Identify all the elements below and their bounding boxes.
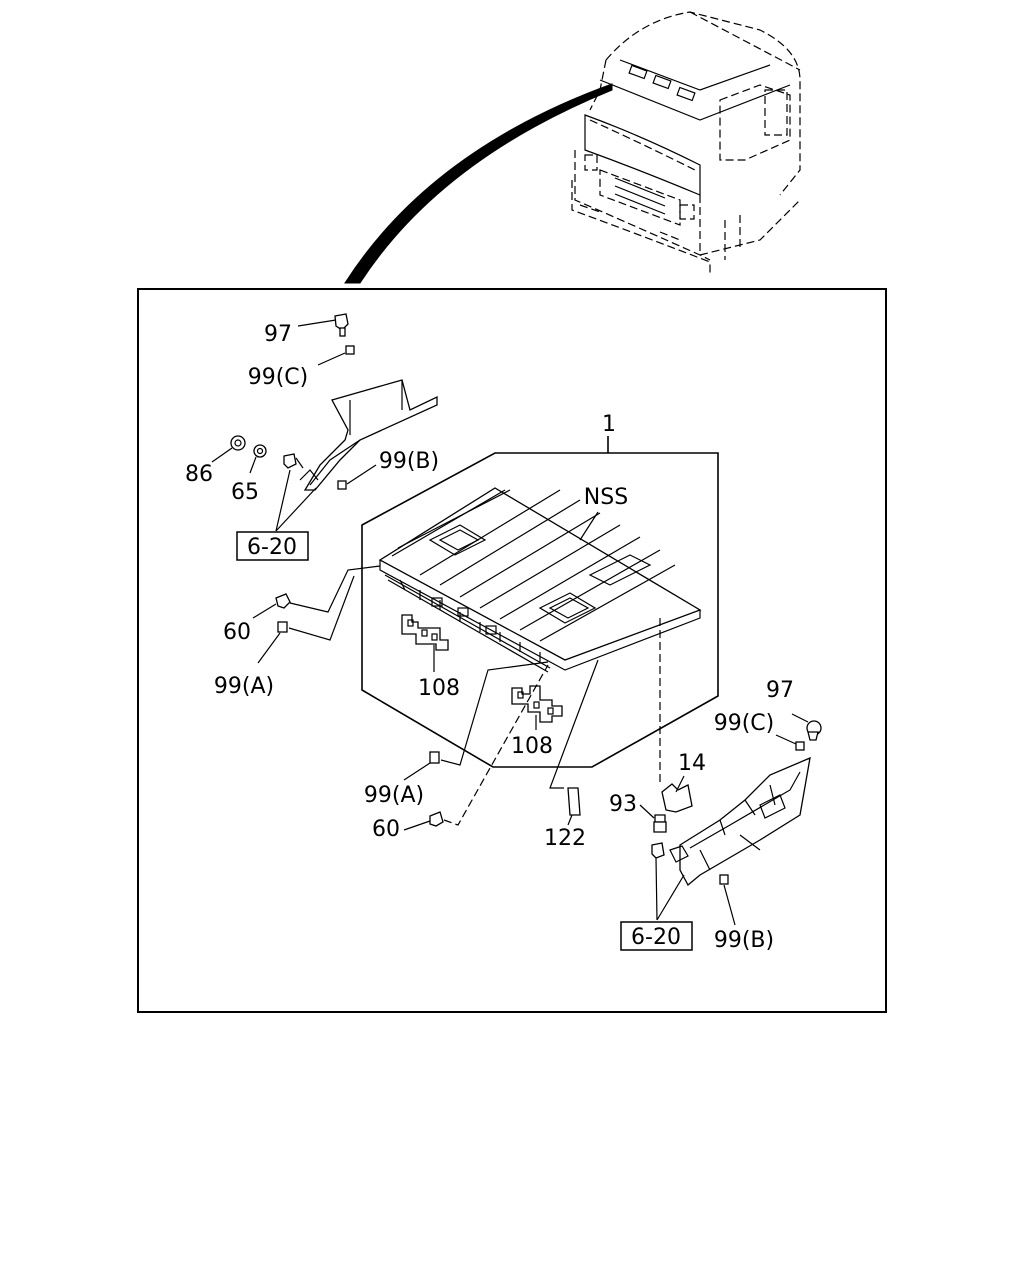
callout-60-left: 60	[223, 620, 251, 645]
zoom-leader	[344, 83, 613, 284]
callout-99c-left: 99(C)	[248, 365, 309, 390]
side-trim-right	[669, 756, 811, 887]
callout-108-left: 108	[418, 676, 460, 701]
clip-99a-left	[277, 621, 288, 633]
bolt-97-right	[806, 720, 822, 741]
callout-1: 1	[602, 412, 616, 437]
clip-99a-center	[429, 751, 440, 764]
clip-6-20-right	[651, 842, 665, 859]
bolt-93	[653, 814, 667, 833]
bracket-108-right	[511, 685, 563, 723]
roof-panel	[378, 487, 702, 673]
clip-99b-left	[337, 480, 347, 490]
callout-99b-left: 99(B)	[379, 449, 439, 474]
callout-14: 14	[678, 751, 706, 776]
callout-99c-right: 99(C)	[714, 711, 775, 736]
ref-box-6-20-left	[236, 531, 309, 561]
washer-65	[253, 444, 267, 458]
strip-122	[567, 787, 581, 816]
callout-99a-left: 99(A)	[214, 674, 274, 699]
callout-97-left: 97	[264, 322, 292, 347]
assembly-group-outline	[361, 452, 719, 768]
clip-99c-left	[345, 345, 355, 355]
callout-122: 122	[544, 826, 586, 851]
clip-6-20-left	[283, 453, 297, 469]
detail-frame	[137, 288, 887, 1013]
plug-60-center	[429, 811, 444, 827]
callout-65: 65	[231, 480, 259, 505]
truck-cab-illustration	[571, 11, 801, 275]
callout-93: 93	[609, 792, 637, 817]
bracket-14	[661, 783, 693, 813]
bolt-97-left	[334, 313, 349, 337]
callout-97-right: 97	[766, 678, 794, 703]
callout-nss: NSS	[584, 485, 628, 510]
side-trim-left	[299, 379, 438, 491]
callout-86: 86	[185, 462, 213, 487]
clip-99b-right	[719, 874, 729, 885]
callout-6-20-right: 6-20	[631, 925, 681, 950]
plug-60-left	[275, 593, 291, 609]
callout-99a-center: 99(A)	[364, 783, 424, 808]
bracket-108-left	[401, 614, 449, 651]
callout-108-right: 108	[511, 734, 553, 759]
clip-99c-right	[795, 741, 805, 751]
callout-6-20-left: 6-20	[247, 535, 297, 560]
callout-60-center: 60	[372, 817, 400, 842]
ref-box-6-20-right	[620, 921, 693, 951]
washer-86	[230, 435, 246, 451]
callout-99b-right: 99(B)	[714, 928, 774, 953]
